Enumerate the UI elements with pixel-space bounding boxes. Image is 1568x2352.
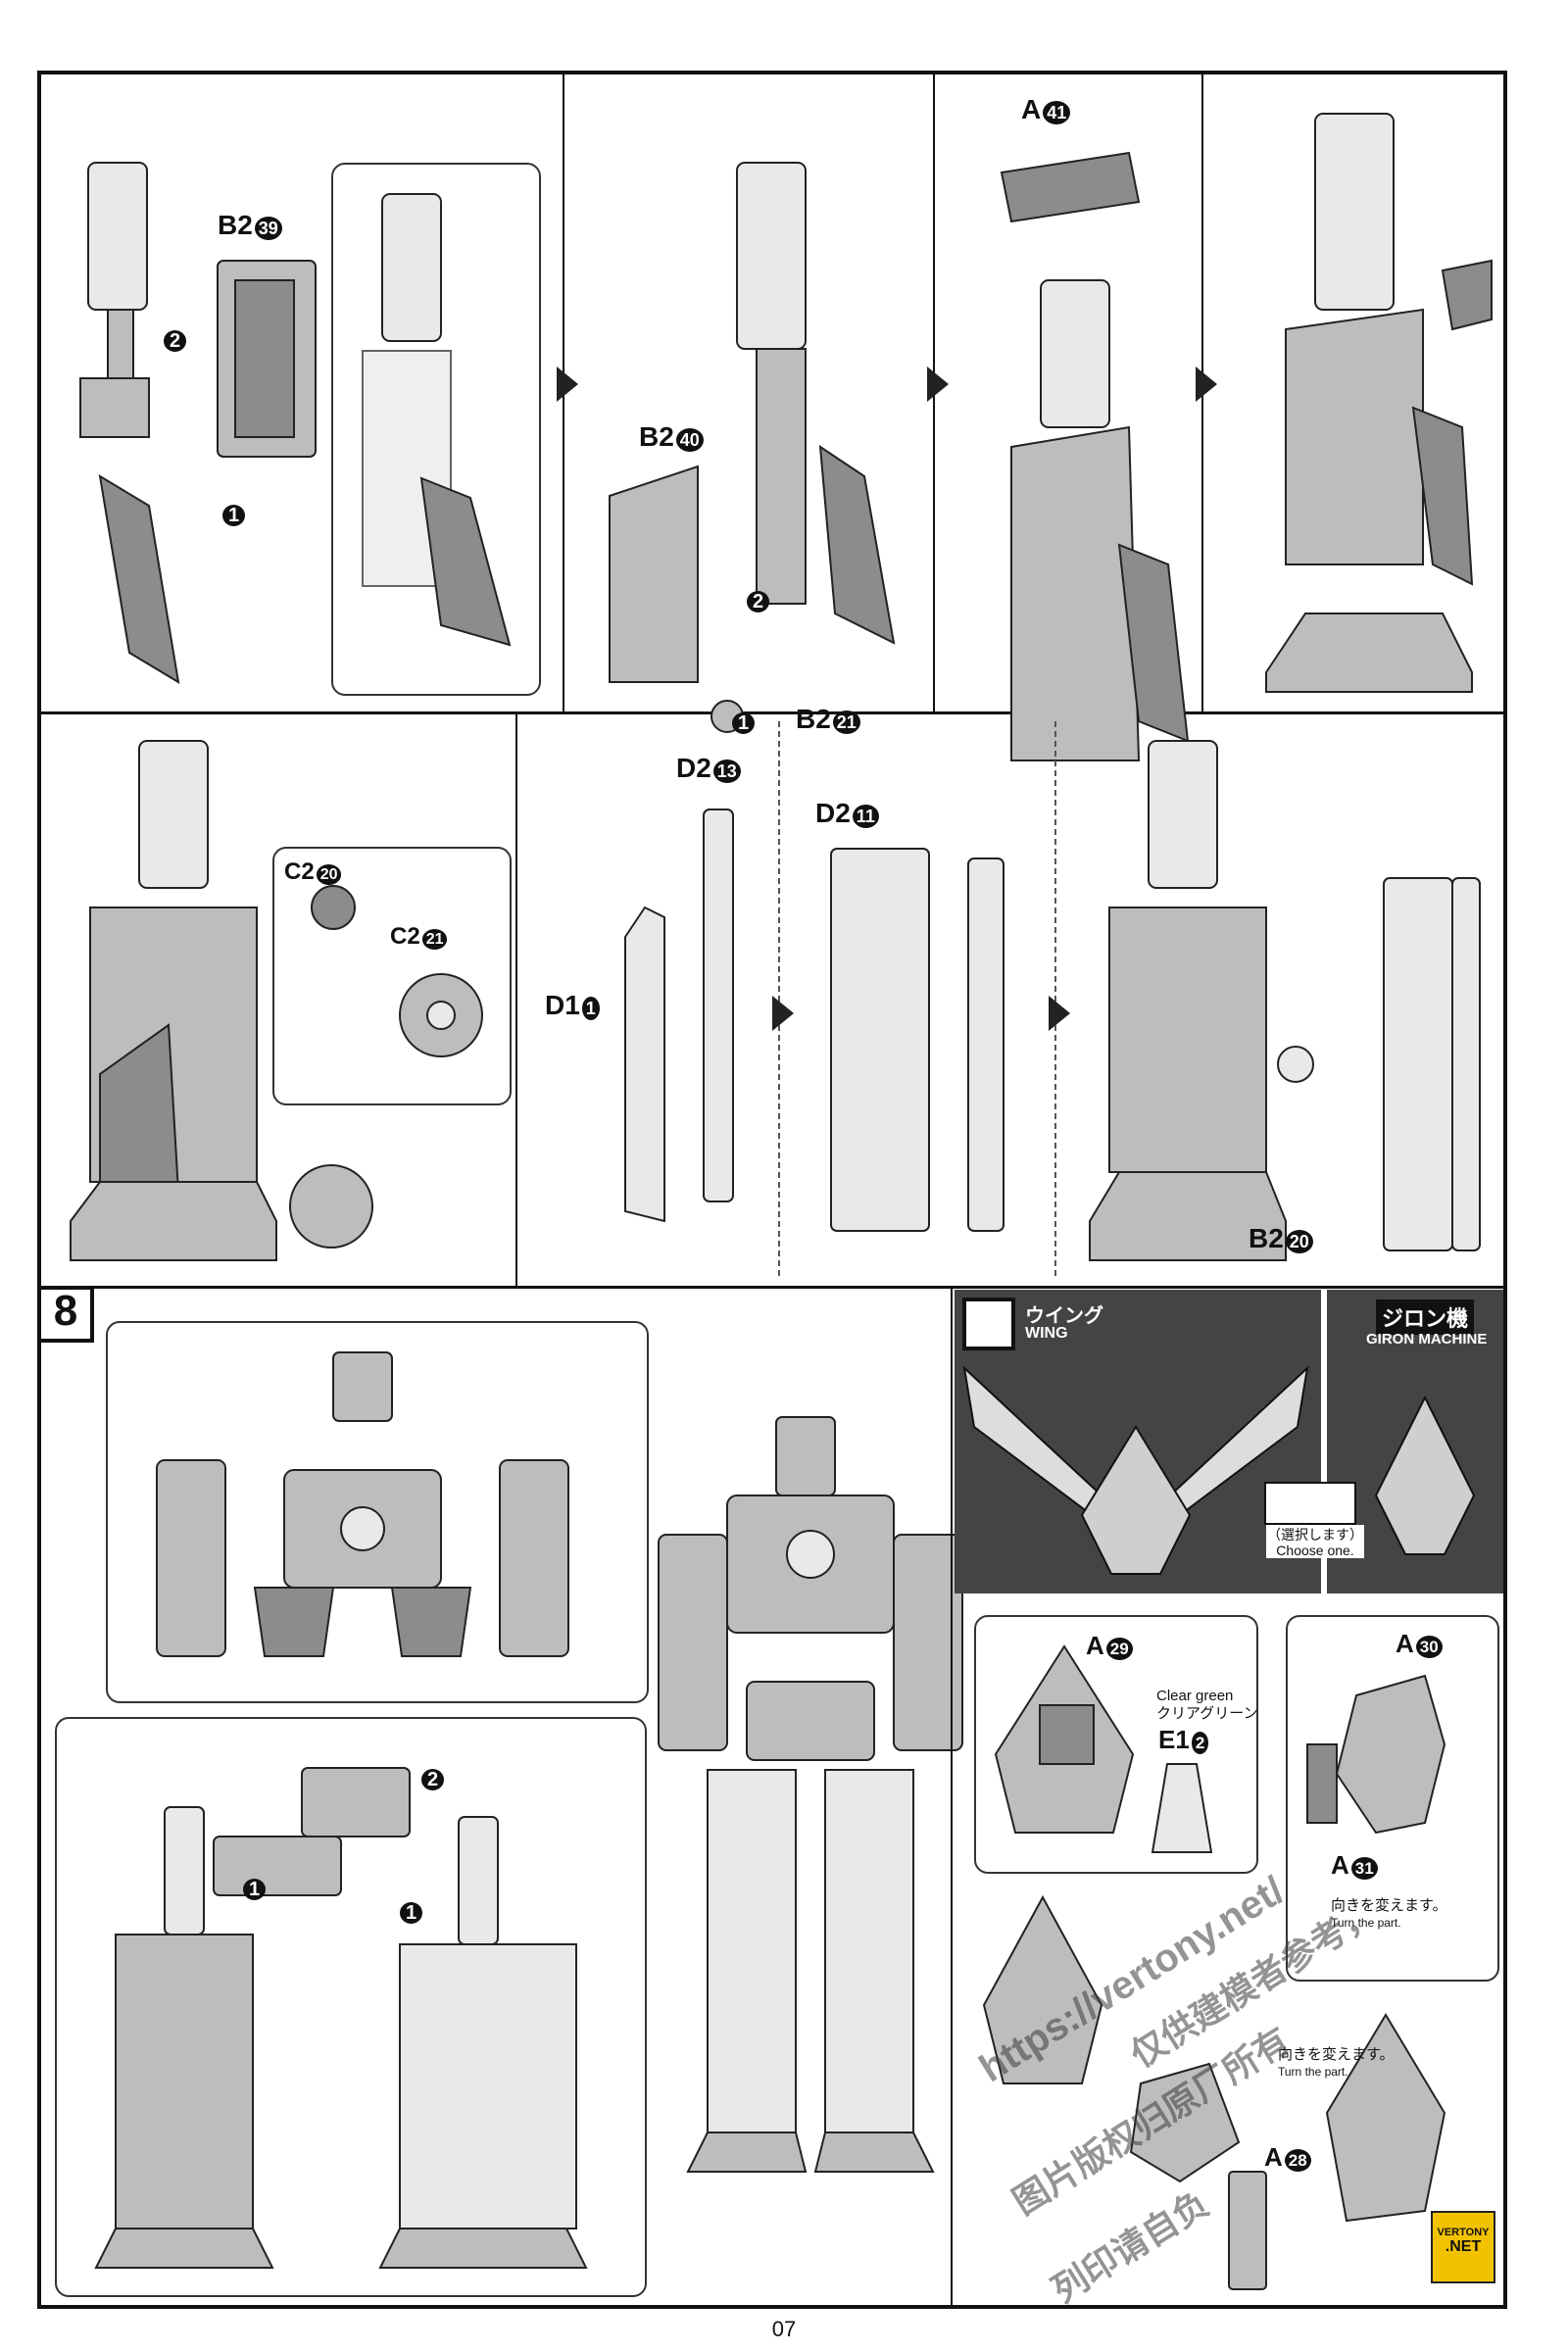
step-marker-1: 1	[222, 505, 246, 526]
clear-green-label-en: Clear green	[1156, 1688, 1234, 1704]
flow-arrow	[1049, 996, 1070, 1031]
lower-body-parts-illustration	[94, 1767, 588, 2269]
step-marker-2: 2	[747, 591, 770, 612]
watermark-logo-badge: VERTONY .NET	[1431, 2211, 1495, 2283]
giron-option-title-en: GIRON MACHINE	[1366, 1331, 1488, 1348]
wheel-parts-illustration	[311, 885, 483, 1057]
step-number-9: 9	[962, 1298, 1015, 1350]
page-number: 07	[771, 2317, 797, 2341]
leg-cap-assembly-illustration	[1000, 151, 1190, 761]
wheel-installed-illustration	[289, 1164, 373, 1249]
wing-option-title-en: WING	[1025, 1325, 1068, 1342]
clear-green-label-jp: クリアグリーン	[1156, 1705, 1258, 1722]
wing-option-illustration	[962, 1365, 1309, 1575]
step-9-choice-banner: 9 ウイング WING ジロン機 GIRON MACHINE ◀▨▶ （選択しま…	[955, 1290, 1503, 1593]
shield-parts-illustration	[624, 808, 734, 1223]
step-marker-2: 2	[164, 330, 187, 352]
turn-part-note-en: Turn the part.	[1331, 1916, 1401, 1930]
giron-option-title-jp: ジロン機	[1376, 1299, 1475, 1335]
turn-part-note-jp: 向きを変えます。	[1278, 2046, 1395, 2063]
flow-arrow	[772, 996, 794, 1031]
leg-with-wheel-illustration	[70, 740, 277, 1261]
cockpit-assembly-illustration	[982, 1894, 1446, 2290]
giron-option-illustration	[1374, 1395, 1476, 1555]
step-number-8: 8	[37, 1286, 94, 1343]
choose-one-jp: （選択します）	[1266, 1525, 1364, 1544]
wing-option-title-jp: ウイング	[1025, 1305, 1103, 1327]
turn-part-note-jp: 向きを変えます。	[1331, 1897, 1447, 1914]
clear-green-part-illustration	[1151, 1763, 1213, 1853]
leg-shield-attach-illustration	[1089, 740, 1481, 1261]
detail-callout-box	[331, 163, 541, 696]
flow-arrow	[557, 367, 578, 402]
assembled-leg-illustration	[362, 193, 512, 647]
step-marker-2: 2	[421, 1769, 445, 1790]
step-marker-1: 1	[732, 712, 756, 734]
upper-body-callout	[106, 1321, 649, 1703]
choose-one-icon: ◀▨▶	[1264, 1482, 1356, 1525]
b2-39-part-illustration	[217, 260, 317, 458]
divider	[515, 711, 517, 1286]
shield-assembly-illustration	[830, 848, 1004, 1232]
choose-one-en: Choose one.	[1266, 1543, 1364, 1558]
flow-arrow	[927, 367, 949, 402]
flow-arrow	[1196, 367, 1217, 402]
cockpit-part-illustration	[994, 1644, 1135, 1834]
step-marker-1: 1	[243, 1879, 267, 1900]
turn-part-note-en: Turn the part.	[1278, 2065, 1348, 2079]
lower-body-callout: 2 1 1	[55, 1717, 647, 2297]
fin-part-illustration	[1306, 1674, 1446, 1835]
step-marker-1: 1	[400, 1902, 423, 1924]
leg-part-illustration	[79, 162, 180, 684]
leg-on-base-illustration	[1265, 113, 1493, 693]
divider	[951, 1286, 953, 2305]
option-divider	[1321, 1290, 1327, 1593]
assembled-robot-illustration	[658, 1416, 963, 2173]
upper-body-parts-illustration	[156, 1351, 569, 1657]
